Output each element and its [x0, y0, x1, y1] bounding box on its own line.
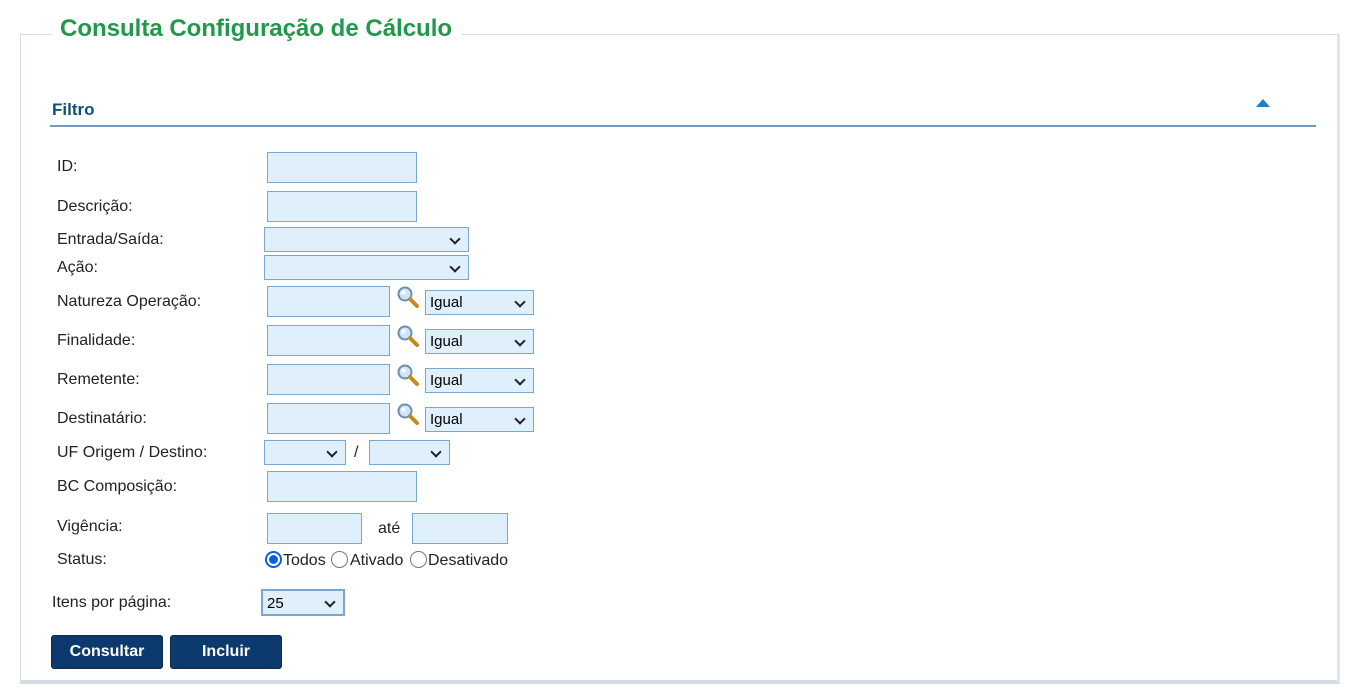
filter-panel: [20, 34, 1340, 684]
incluir-button[interactable]: Incluir: [170, 635, 282, 669]
itens-por-pagina-select[interactable]: 25: [261, 589, 345, 616]
id-input[interactable]: [267, 152, 417, 183]
chevron-down-icon: [514, 413, 526, 425]
vigencia-label: Vigência:: [57, 518, 123, 535]
bc-input[interactable]: [267, 471, 417, 502]
status-ativado-radio[interactable]: [331, 551, 348, 568]
status-desativado-radio[interactable]: [410, 551, 427, 568]
remetente-operator-value: Igual: [430, 372, 463, 389]
status-todos-radio[interactable]: [265, 551, 282, 568]
magnifier-icon[interactable]: [396, 285, 420, 309]
acao-label: Ação:: [57, 259, 98, 276]
destinatario-label: Destinatário:: [57, 410, 147, 427]
chevron-down-icon: [449, 233, 461, 245]
vigencia-start-input[interactable]: [267, 513, 362, 544]
acao-select[interactable]: [264, 255, 469, 280]
destinatario-input[interactable]: [267, 403, 390, 434]
chevron-down-icon: [324, 596, 336, 608]
status-label: Status:: [57, 551, 107, 568]
chevron-down-icon: [326, 446, 338, 458]
page-title: Consulta Configuração de Cálculo: [52, 12, 463, 46]
magnifier-icon[interactable]: [396, 363, 420, 387]
remetente-input[interactable]: [267, 364, 390, 395]
magnifier-icon[interactable]: [396, 324, 420, 348]
natureza-operator-select[interactable]: Igual: [425, 290, 534, 315]
id-label: ID:: [57, 158, 78, 175]
itens-por-pagina-value: 25: [267, 595, 284, 612]
finalidade-operator-select[interactable]: Igual: [425, 329, 534, 354]
ate-label: até: [378, 520, 401, 537]
finalidade-operator-value: Igual: [430, 333, 463, 350]
entrada-saida-label: Entrada/Saída:: [57, 231, 164, 248]
chevron-down-icon: [514, 296, 526, 308]
section-divider: [50, 125, 1316, 127]
chevron-down-icon: [514, 335, 526, 347]
uf-label: UF Origem / Destino:: [57, 444, 208, 461]
descricao-label: Descrição:: [57, 198, 133, 215]
natureza-label: Natureza Operação:: [57, 293, 202, 310]
natureza-operator-value: Igual: [430, 294, 463, 311]
status-todos-label: Todos: [283, 552, 326, 569]
entrada-saida-select[interactable]: [264, 227, 469, 252]
chevron-down-icon: [430, 446, 442, 458]
remetente-operator-select[interactable]: Igual: [425, 368, 534, 393]
collapse-up-icon[interactable]: [1256, 99, 1270, 107]
uf-origem-select[interactable]: [264, 440, 346, 465]
natureza-input[interactable]: [267, 286, 390, 317]
vigencia-end-input[interactable]: [412, 513, 508, 544]
finalidade-label: Finalidade:: [57, 332, 136, 349]
descricao-input[interactable]: [267, 191, 417, 222]
finalidade-input[interactable]: [267, 325, 390, 356]
status-ativado-label: Ativado: [350, 552, 404, 569]
uf-destino-select[interactable]: [369, 440, 450, 465]
destinatario-operator-select[interactable]: Igual: [425, 407, 534, 432]
status-desativado-label: Desativado: [428, 552, 509, 569]
magnifier-icon[interactable]: [396, 402, 420, 426]
consultar-button[interactable]: Consultar: [51, 635, 163, 669]
remetente-label: Remetente:: [57, 371, 140, 388]
uf-separator: /: [354, 444, 359, 461]
destinatario-operator-value: Igual: [430, 411, 463, 428]
filter-section-title: Filtro: [52, 100, 95, 119]
itens-por-pagina-label: Itens por página:: [52, 594, 172, 611]
chevron-down-icon: [514, 374, 526, 386]
chevron-down-icon: [449, 261, 461, 273]
bc-label: BC Composição:: [57, 478, 178, 495]
